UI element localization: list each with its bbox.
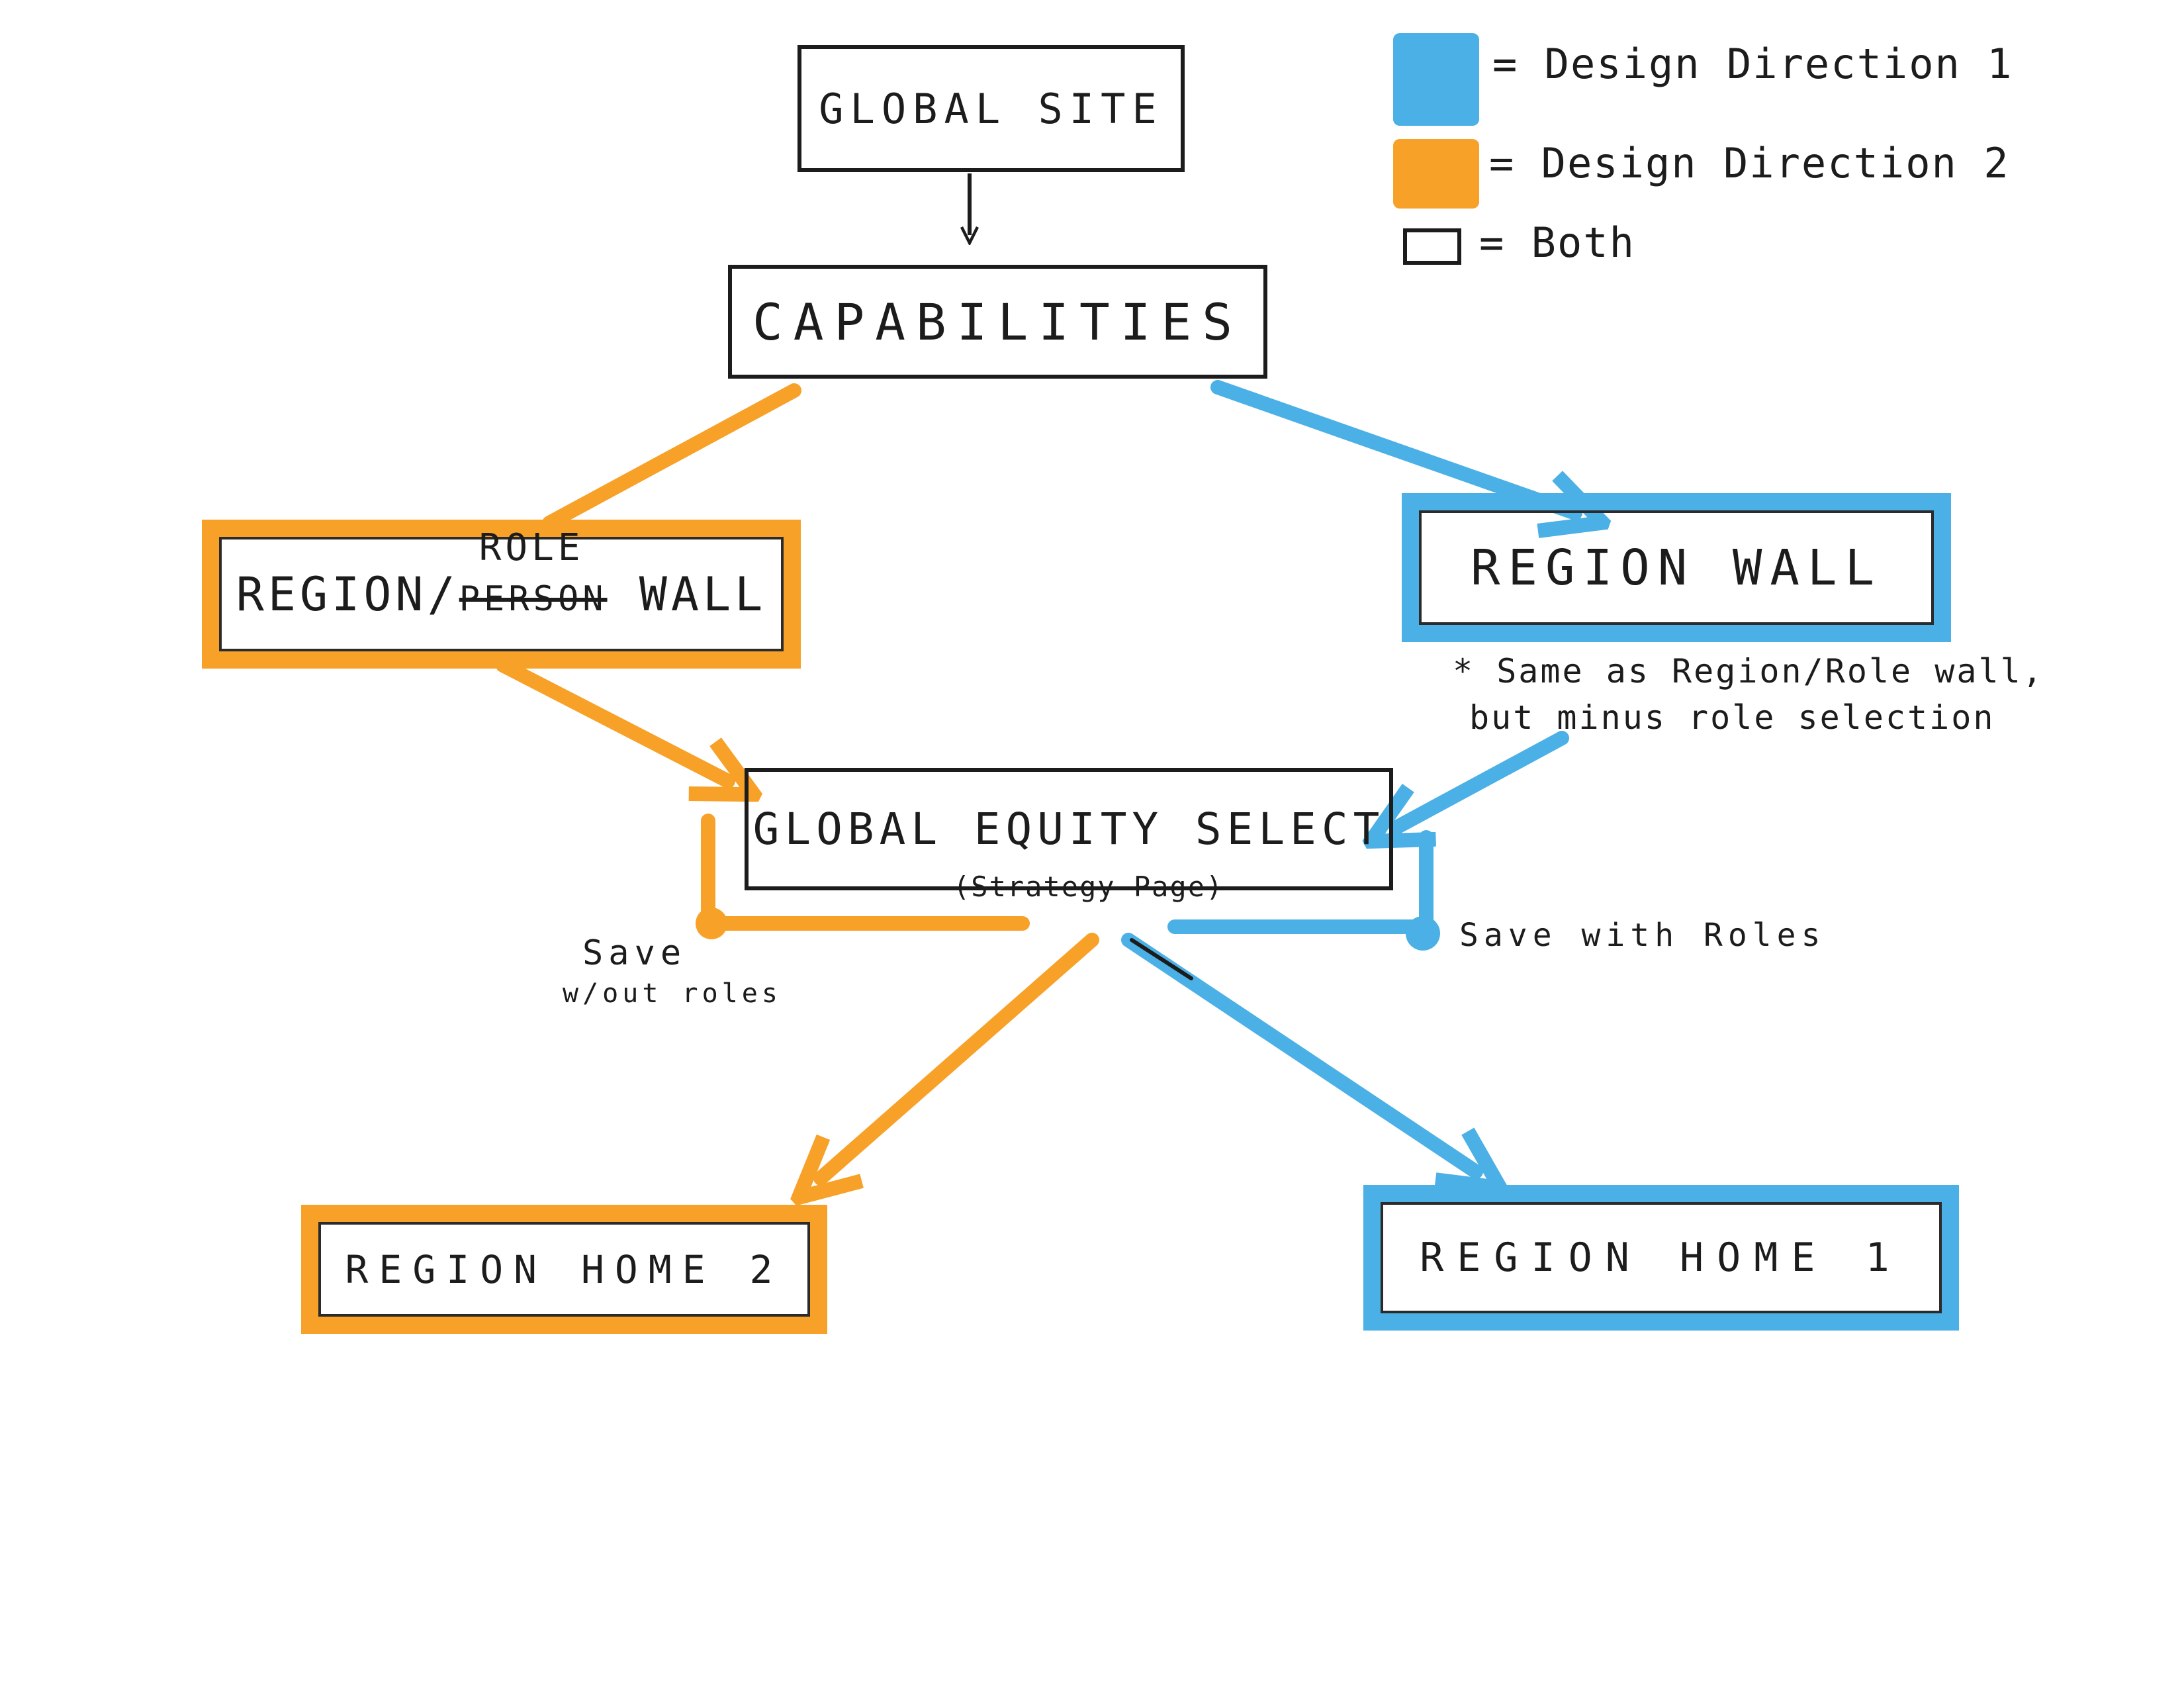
node-global-site-label: Global Site	[819, 84, 1163, 133]
node-region-role-wall-suffix: Wall	[607, 567, 767, 622]
edge-capabilities-to-region-role-wall	[542, 383, 801, 530]
save-without-roles-label-line2: w/out roles	[563, 978, 782, 1009]
legend-swatch-both	[1403, 228, 1461, 265]
legend-label-both: = Both	[1479, 218, 1635, 267]
save-without-roles-label-line1: Save	[582, 933, 687, 973]
region-wall-note-line2: but minus role selection	[1469, 698, 1995, 737]
node-global-equity-select-sublabel: (Strategy Page)	[953, 870, 1224, 903]
legend-label-direction-1: = Design Direction 1	[1492, 40, 2013, 88]
save-without-roles-dot	[696, 908, 727, 939]
node-region-wall-label: Region Wall	[1470, 539, 1883, 596]
edge-global-equity-select-to-region-home-1	[1121, 933, 1476, 1172]
node-region-home-1: Region Home 1	[1363, 1185, 1959, 1331]
edge-capabilities-to-region-wall	[1210, 380, 1575, 513]
node-region-role-wall-inserted: Role	[478, 526, 584, 569]
node-global-equity-select-label: Global Equity Select	[752, 804, 1385, 855]
edge-region-role-wall-to-global-equity-select	[496, 658, 728, 781]
edge-ink-stroke	[1130, 938, 1193, 980]
edge-global-equity-select-to-region-home-2	[821, 933, 1099, 1178]
node-region-role-wall-label: Region/RolePerson Wall	[236, 526, 767, 622]
node-capabilities: Capabilities	[728, 265, 1267, 379]
node-global-site: Global Site	[797, 45, 1185, 172]
legend-swatch-direction-1	[1393, 33, 1479, 126]
node-region-home-2-label: Region Home 2	[345, 1246, 784, 1292]
node-region-home-2: Region Home 2	[301, 1205, 827, 1334]
edge-region-wall-to-global-equity-select	[1396, 731, 1569, 827]
node-region-role-wall: Region/RolePerson Wall	[202, 520, 801, 669]
save-with-roles-label: Save with Roles	[1459, 917, 1826, 954]
node-region-role-wall-struck: Person	[459, 579, 608, 619]
region-wall-note-line1: * Same as Region/Role wall,	[1453, 652, 2044, 690]
node-region-home-1-label: Region Home 1	[1420, 1235, 1903, 1281]
save-with-roles-dot	[1406, 916, 1440, 951]
node-global-equity-select: Global Equity Select	[745, 768, 1393, 890]
node-capabilities-label: Capabilities	[752, 292, 1244, 352]
node-region-role-wall-prefix: Region/	[236, 567, 459, 622]
legend-swatch-direction-2	[1393, 139, 1479, 209]
legend-label-direction-2: = Design Direction 2	[1489, 139, 2010, 187]
node-region-wall: Region Wall	[1402, 493, 1951, 642]
